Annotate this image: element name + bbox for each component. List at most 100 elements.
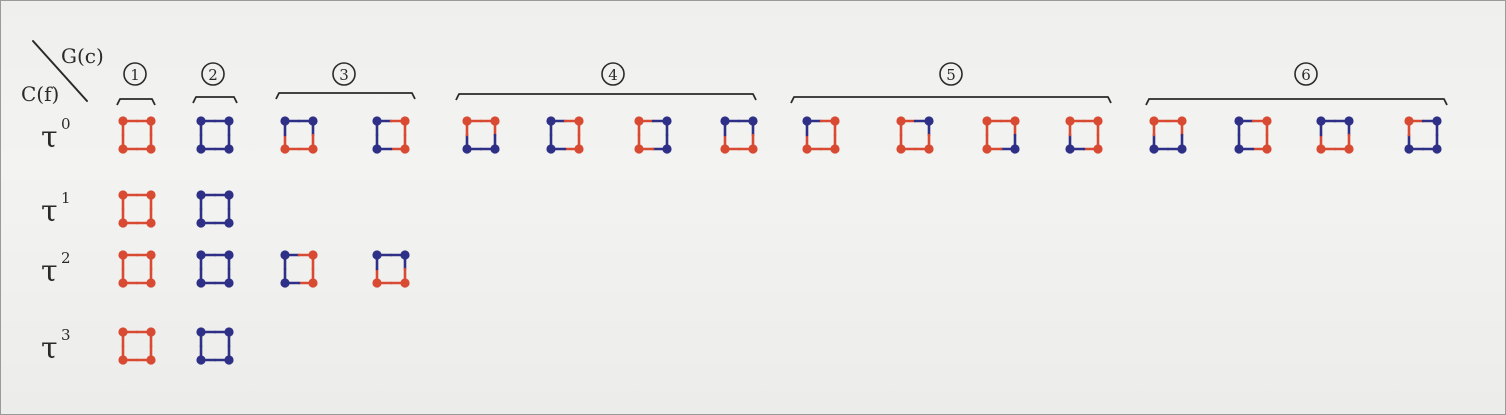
corner-dot-B [372, 116, 382, 126]
corner-dot-B [196, 250, 206, 260]
corner-dot-B [462, 144, 472, 154]
squares-grid [118, 116, 1442, 365]
color-square [280, 250, 318, 288]
corner-dot-B [196, 144, 206, 154]
group-header-1: 1 [116, 62, 156, 106]
group-bracket [275, 92, 416, 100]
header-diagonal-line [32, 40, 88, 102]
color-square [1404, 116, 1442, 154]
corner-dot-R [118, 327, 128, 337]
corner-dot-R [146, 278, 156, 288]
color-square [546, 116, 584, 154]
corner-dot-R [280, 144, 290, 154]
color-square [118, 327, 156, 365]
corner-dot-B [924, 116, 934, 126]
group-header-2: 2 [192, 62, 238, 104]
corner-dot-R [118, 250, 128, 260]
color-square [372, 116, 410, 154]
group-header-3: 3 [275, 62, 416, 100]
color-square [720, 116, 758, 154]
group-bracket [1145, 98, 1448, 106]
corner-dot-B [802, 116, 812, 126]
corner-dot-R [146, 355, 156, 365]
color-square [372, 250, 410, 288]
row-label-tau: τ [41, 254, 58, 289]
corner-dot-R [118, 116, 128, 126]
corner-dot-R [1093, 144, 1103, 154]
corner-dot-B [196, 278, 206, 288]
corner-dot-B [1177, 144, 1187, 154]
corner-dot-R [146, 144, 156, 154]
corner-dot-R [830, 116, 840, 126]
corner-dot-R [896, 144, 906, 154]
corner-dot-B [196, 218, 206, 228]
color-square [280, 116, 318, 154]
corner-dot-B [196, 116, 206, 126]
corner-dot-B [224, 190, 234, 200]
corner-dot-B [546, 144, 556, 154]
color-square [118, 250, 156, 288]
corner-dot-R [146, 116, 156, 126]
group-number: 2 [208, 66, 218, 84]
row-label-exponent: 0 [61, 115, 71, 133]
group-number-circle [332, 62, 356, 86]
row-label-tau: τ [41, 194, 58, 229]
corner-dot-B [1234, 144, 1244, 154]
corner-dot-R [634, 144, 644, 154]
corner-dot-R [146, 250, 156, 260]
corner-dot-R [118, 144, 128, 154]
group-number: 5 [946, 66, 956, 84]
group-bracket [790, 96, 1112, 104]
corner-dot-R [118, 278, 128, 288]
row-label-tau: τ [41, 120, 58, 155]
corner-dot-R [400, 278, 410, 288]
corner-dot-B [662, 116, 672, 126]
corner-dot-B [400, 250, 410, 260]
row-label-tau: τ [41, 331, 58, 366]
corner-dot-B [280, 250, 290, 260]
group-bracket [455, 93, 757, 101]
corner-dot-B [546, 116, 556, 126]
color-square [1149, 116, 1187, 154]
group-bracket [116, 98, 156, 106]
corner-dot-R [146, 327, 156, 337]
corner-dot-R [748, 144, 758, 154]
color-square [1065, 116, 1103, 154]
color-square [1316, 116, 1354, 154]
corner-dot-B [1316, 116, 1326, 126]
row-label-exponent: 3 [61, 326, 71, 344]
color-square [196, 250, 234, 288]
color-square [118, 190, 156, 228]
corner-dot-B [224, 218, 234, 228]
color-square [634, 116, 672, 154]
corner-dot-B [196, 327, 206, 337]
group-number-circle [123, 62, 147, 86]
corner-dot-R [982, 144, 992, 154]
corner-dot-B [196, 190, 206, 200]
corner-dot-R [146, 190, 156, 200]
corner-dot-B [490, 144, 500, 154]
corner-dot-B [372, 250, 382, 260]
corner-dot-R [982, 116, 992, 126]
corner-dot-R [1344, 144, 1354, 154]
group-number: 1 [130, 66, 140, 84]
group-number-circle [1294, 62, 1318, 86]
color-square [982, 116, 1020, 154]
group-number: 3 [339, 66, 349, 84]
group-number: 4 [608, 66, 618, 84]
corner-dot-B [1010, 144, 1020, 154]
corner-dot-B [224, 250, 234, 260]
corner-dot-B [280, 278, 290, 288]
corner-dot-R [1149, 116, 1159, 126]
color-square [196, 116, 234, 154]
group-number-circle [939, 62, 963, 86]
color-square [118, 116, 156, 154]
corner-dot-B [372, 144, 382, 154]
corner-dot-R [308, 278, 318, 288]
corner-dot-R [924, 144, 934, 154]
corner-dot-B [196, 355, 206, 365]
